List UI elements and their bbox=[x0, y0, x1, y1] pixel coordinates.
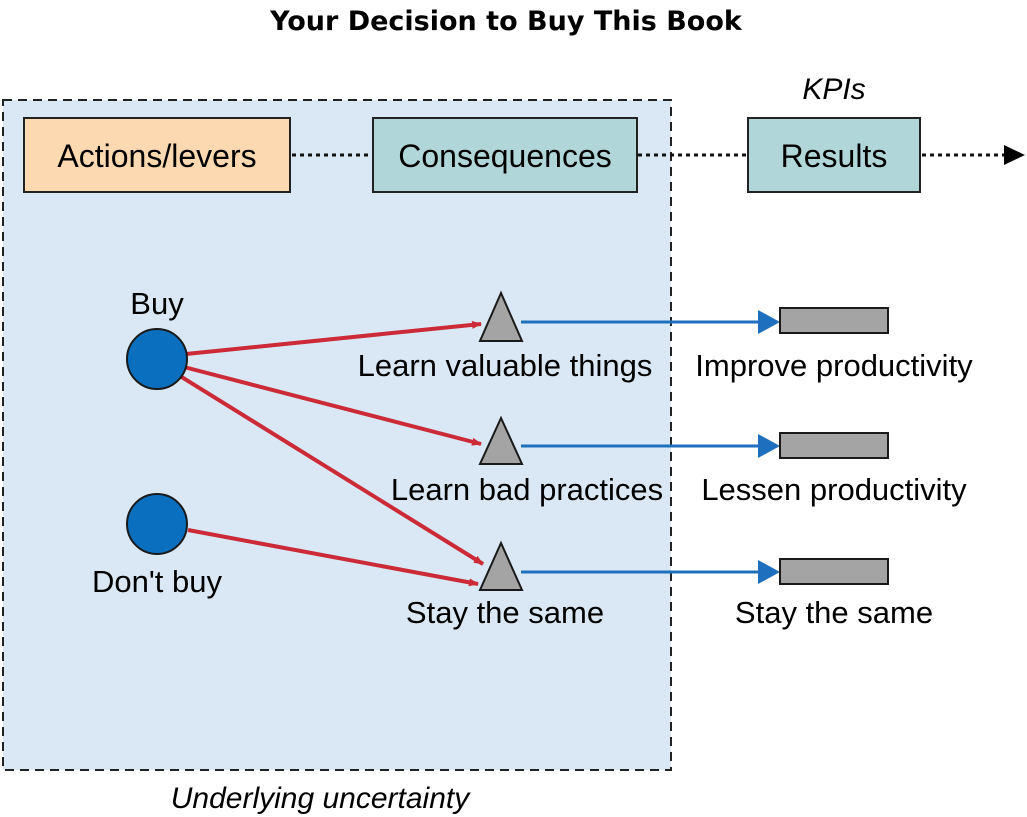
arrow-buy-to-bad bbox=[183, 365, 482, 446]
decision-label-buy: Buy bbox=[130, 286, 184, 321]
blue-arrowhead-2 bbox=[758, 434, 780, 458]
uncertainty-label: Underlying uncertainty bbox=[171, 782, 471, 815]
decision-node-buy bbox=[126, 328, 188, 390]
result-label-lessen: Lessen productivity bbox=[701, 472, 967, 507]
header-arrowhead bbox=[1004, 145, 1025, 165]
consequence-triangle-valuable bbox=[478, 290, 524, 342]
consequence-label-bad: Learn bad practices bbox=[391, 472, 663, 507]
consequences-box-label: Consequences bbox=[398, 138, 611, 174]
consequence-triangle-same bbox=[478, 540, 524, 591]
uncertainty-region bbox=[2, 99, 672, 771]
result-bar-improve bbox=[779, 307, 889, 334]
kpi-label: KPIs bbox=[802, 73, 865, 106]
actions-box bbox=[23, 117, 291, 193]
results-box bbox=[747, 117, 921, 193]
result-bar-lessen bbox=[779, 432, 889, 459]
blue-arrowhead-1 bbox=[758, 310, 780, 334]
consequence-triangle-bad bbox=[478, 415, 524, 465]
decision-node-dont-buy bbox=[126, 493, 188, 555]
result-bar-same bbox=[779, 558, 889, 585]
result-label-same: Stay the same bbox=[735, 595, 933, 630]
consequence-label-valuable: Learn valuable things bbox=[358, 348, 653, 383]
actions-box-label: Actions/levers bbox=[57, 138, 256, 174]
consequences-box bbox=[372, 117, 638, 193]
arrow-buy-to-same bbox=[178, 374, 485, 566]
blue-arrowhead-3 bbox=[758, 560, 780, 584]
arrow-dontbuy-to-same bbox=[187, 528, 479, 587]
decision-label-dont-buy: Don't buy bbox=[92, 564, 222, 599]
consequence-label-same: Stay the same bbox=[406, 595, 604, 630]
result-label-improve: Improve productivity bbox=[695, 348, 973, 383]
arrow-buy-to-valuable bbox=[185, 320, 482, 356]
results-box-label: Results bbox=[781, 138, 888, 174]
diagram-title: Your Decision to Buy This Book bbox=[269, 6, 743, 37]
